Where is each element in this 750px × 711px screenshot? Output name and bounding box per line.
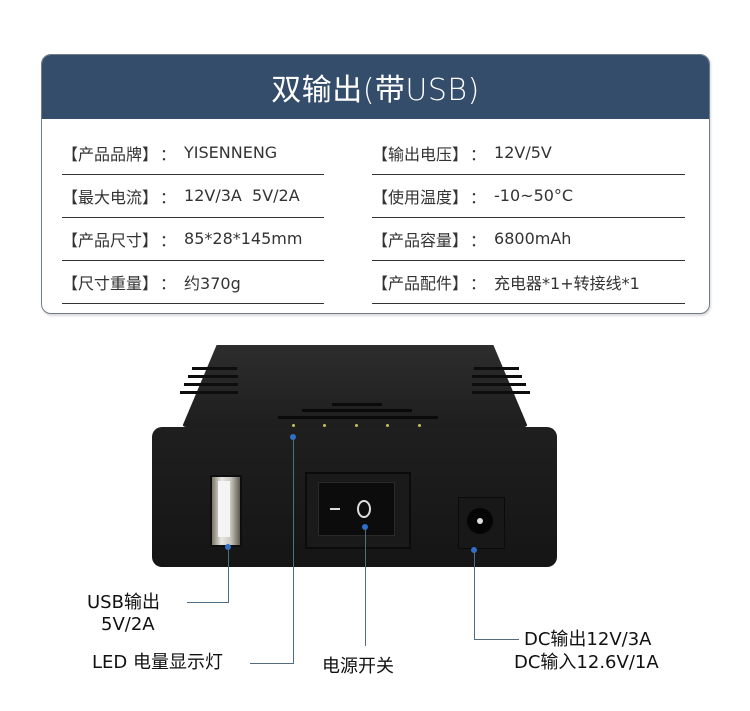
- spec-value: 85*28*145mm: [184, 229, 303, 248]
- spec-value: -10~50°C: [494, 186, 574, 205]
- led-leader-line: [293, 438, 294, 663]
- spec-key: 【产品品牌】: [62, 144, 159, 164]
- switch-callout-dot: [362, 524, 368, 530]
- spec-key: 【产品容量】: [372, 230, 469, 250]
- usb-leader-line: [187, 602, 229, 603]
- power-switch-label: 电源开关: [322, 656, 394, 677]
- dc-leader-line: [474, 551, 475, 639]
- top-slot: [332, 403, 382, 406]
- spec-value: 充电器*1+转接线*1: [494, 273, 640, 293]
- led-indicator: [323, 424, 326, 427]
- spec-value: 约370g: [184, 273, 241, 293]
- spec-value: 12V/3A 5V/2A: [184, 186, 300, 205]
- spec-row-temperature: 【使用温度】： -10~50°C: [372, 174, 685, 218]
- spec-row-size: 【产品尺寸】： 85*28*145mm: [62, 217, 324, 261]
- dc-jack-pin: [477, 518, 483, 524]
- spec-row-max-current: 【最大电流】： 12V/3A 5V/2A: [62, 174, 324, 218]
- battery-device-image: [152, 345, 557, 567]
- spec-sep: ：: [160, 230, 177, 250]
- vent-right: [472, 375, 522, 378]
- spec-value: YISENNENG: [184, 143, 278, 162]
- usb-port: [210, 475, 242, 547]
- vent-left: [180, 391, 238, 394]
- usb-tongue: [218, 481, 230, 537]
- vent-left: [188, 375, 238, 378]
- dc-leader-line: [474, 639, 519, 640]
- dc-callout-dot: [471, 547, 477, 553]
- spec-card: 双输出(带USB) 【产品品牌】：YISENNENG 【最大电流】：12V/3A…: [41, 54, 710, 314]
- spec-row-weight: 【尺寸重量】： 约370g: [62, 260, 324, 304]
- spec-key: 【输出电压】: [372, 144, 469, 164]
- spec-row-output-voltage: 【输出电压】： 12V/5V: [372, 131, 685, 175]
- usb-callout-dot: [225, 544, 231, 550]
- top-slot: [302, 409, 412, 412]
- switch-on-symbol-icon: [330, 508, 340, 510]
- led-indicator: [386, 424, 389, 427]
- vent-right: [474, 367, 519, 370]
- spec-value: 12V/5V: [494, 143, 552, 162]
- vent-right: [472, 383, 526, 386]
- spec-sep: ：: [470, 230, 487, 250]
- top-slot: [278, 416, 438, 419]
- spec-sep: ：: [160, 144, 177, 164]
- spec-row-capacity: 【产品容量】： 6800mAh: [372, 217, 685, 261]
- led-indicator: [418, 424, 421, 427]
- spec-key: 【尺寸重量】: [62, 273, 159, 293]
- dc-output-label: DC输出12V/3A: [524, 629, 652, 650]
- spec-row-brand: 【产品品牌】： YISENNENG: [62, 131, 324, 175]
- led-indicator-label: LED 电量显示灯: [92, 652, 223, 673]
- led-leader-line: [250, 663, 294, 664]
- dc-input-label: DC输入12.6V/1A: [514, 652, 659, 673]
- spec-sep: ：: [160, 273, 177, 293]
- spec-row-accessories: 【产品配件】： 充电器*1+转接线*1: [372, 260, 685, 304]
- led-callout-dot: [290, 434, 296, 440]
- spec-sep: ：: [470, 144, 487, 164]
- spec-sep: ：: [160, 187, 177, 207]
- switch-off-symbol-icon: [357, 500, 371, 518]
- usb-output-spec: 5V/2A: [101, 614, 155, 635]
- spec-key: 【产品尺寸】: [62, 230, 159, 250]
- spec-sep: ：: [470, 273, 487, 293]
- spec-key: 【最大电流】: [62, 187, 159, 207]
- usb-output-label: USB输出: [87, 592, 160, 613]
- led-indicator: [355, 424, 358, 427]
- vent-right: [472, 391, 530, 394]
- spec-title: 双输出(带USB): [42, 55, 709, 119]
- spec-value: 6800mAh: [494, 229, 572, 248]
- switch-leader-line: [365, 528, 366, 646]
- spec-key: 【产品配件】: [372, 273, 469, 293]
- spec-key: 【使用温度】: [372, 187, 469, 207]
- led-indicator: [292, 424, 295, 427]
- device-top-surface: [182, 345, 528, 427]
- vent-left: [192, 367, 237, 370]
- vent-left: [184, 383, 238, 386]
- spec-sep: ：: [470, 187, 487, 207]
- usb-leader-line: [228, 548, 229, 602]
